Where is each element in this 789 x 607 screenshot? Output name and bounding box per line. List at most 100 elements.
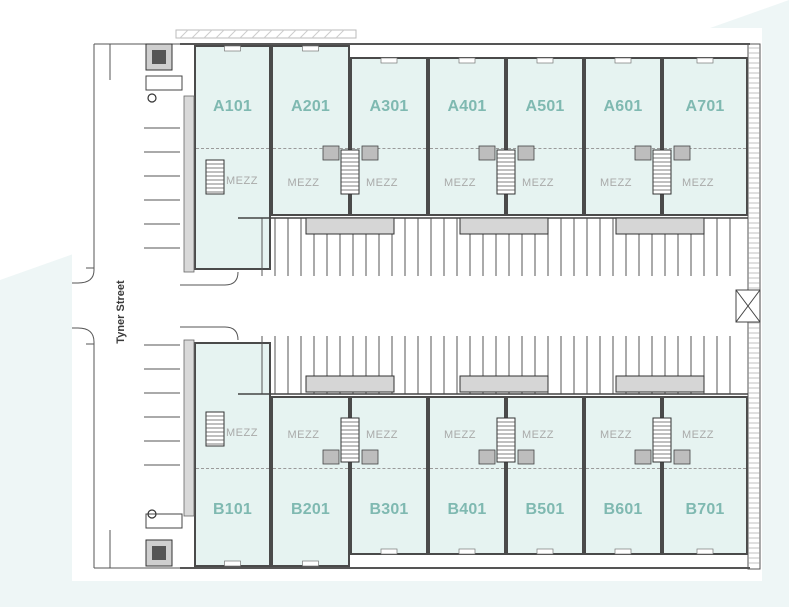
unit-label: B301 xyxy=(369,501,409,518)
amenity-block xyxy=(322,145,340,161)
window-mark xyxy=(614,548,632,555)
amenity-block xyxy=(673,145,691,161)
mezzanine-edge-line xyxy=(508,148,582,149)
mezzanine-edge-line xyxy=(586,468,660,469)
window-mark xyxy=(536,548,554,555)
unit-b501[interactable]: B501 MEZZ xyxy=(506,396,584,555)
amenity-block xyxy=(634,449,652,465)
bin-enclosure xyxy=(615,375,705,393)
window-mark xyxy=(696,57,714,64)
unit-label: B201 xyxy=(290,501,331,518)
mezzanine-edge-line xyxy=(273,148,348,149)
stair xyxy=(652,149,672,195)
mezzanine-edge-line xyxy=(664,468,746,469)
mezzanine-edge-line xyxy=(586,148,660,149)
bin-enclosure xyxy=(615,217,705,235)
stair xyxy=(205,411,225,447)
unit-label: A201 xyxy=(290,98,331,115)
amenity-block xyxy=(673,449,691,465)
amenity-block xyxy=(478,449,496,465)
amenity-block xyxy=(322,449,340,465)
unit-label: B501 xyxy=(525,501,565,518)
accessible-parking-icon xyxy=(147,93,157,103)
landscape-strip xyxy=(183,339,195,517)
bin-enclosure xyxy=(459,217,549,235)
stair xyxy=(652,417,672,463)
window-mark xyxy=(380,548,398,555)
window-mark xyxy=(536,57,554,64)
mezzanine-edge-line xyxy=(273,468,348,469)
window-mark xyxy=(224,45,241,52)
window-mark xyxy=(302,560,319,567)
mezzanine-label-extra: MEZZ xyxy=(226,427,258,439)
unit-label: B701 xyxy=(685,501,725,518)
amenity-block xyxy=(517,145,535,161)
mezzanine-label: MEZZ xyxy=(444,177,476,189)
amenity-block xyxy=(478,145,496,161)
mezzanine-edge-line xyxy=(196,148,269,149)
window-mark xyxy=(302,45,319,52)
mezzanine-label: MEZZ xyxy=(600,177,632,189)
mezzanine-label: MEZZ xyxy=(287,429,320,441)
unit-label: B601 xyxy=(603,501,643,518)
unit-label: A301 xyxy=(369,98,409,115)
bin-enclosure xyxy=(459,375,549,393)
mezzanine-edge-line xyxy=(352,148,426,149)
stair xyxy=(205,159,225,195)
mezzanine-label: MEZZ xyxy=(682,177,714,189)
mezzanine-label: MEZZ xyxy=(682,429,714,441)
unit-b201[interactable]: B201 MEZZ xyxy=(271,396,350,567)
unit-label: B401 xyxy=(447,501,487,518)
accessible-parking-icon xyxy=(147,509,157,519)
street-name-label: Tyner Street xyxy=(115,280,127,344)
window-mark xyxy=(224,560,241,567)
window-mark xyxy=(614,57,632,64)
mezzanine-label: MEZZ xyxy=(287,177,320,189)
mezzanine-edge-line xyxy=(664,148,746,149)
mezzanine-edge-line xyxy=(430,148,504,149)
unit-label: B101 xyxy=(212,501,253,518)
unit-label: A601 xyxy=(603,98,643,115)
mezzanine-label: MEZZ xyxy=(600,429,632,441)
unit-b101[interactable]: B101 xyxy=(194,342,271,567)
window-mark xyxy=(458,548,476,555)
unit-label: A101 xyxy=(212,98,253,115)
mezzanine-edge-line xyxy=(430,468,504,469)
bin-enclosure xyxy=(305,375,395,393)
unit-b401[interactable]: B401 MEZZ xyxy=(428,396,506,555)
landscape-strip xyxy=(183,95,195,273)
amenity-block xyxy=(361,449,379,465)
amenity-block xyxy=(361,145,379,161)
mezzanine-label: MEZZ xyxy=(522,429,554,441)
unit-label: A501 xyxy=(525,98,565,115)
mezzanine-label-extra: MEZZ xyxy=(226,175,258,187)
hatched-bay xyxy=(145,75,183,91)
window-mark xyxy=(380,57,398,64)
unit-label: A701 xyxy=(685,98,725,115)
entry-block-core xyxy=(152,546,166,560)
unit-label: A401 xyxy=(447,98,487,115)
mezzanine-edge-line xyxy=(352,468,426,469)
stair xyxy=(496,417,516,463)
window-mark xyxy=(458,57,476,64)
window-mark xyxy=(696,548,714,555)
unit-b601[interactable]: B601 MEZZ xyxy=(584,396,662,555)
amenity-block xyxy=(517,449,535,465)
stair xyxy=(340,417,360,463)
stair xyxy=(496,149,516,195)
unit-b301[interactable]: B301 MEZZ xyxy=(350,396,428,555)
mezzanine-label: MEZZ xyxy=(366,429,398,441)
mezzanine-label: MEZZ xyxy=(522,177,554,189)
mezzanine-label: MEZZ xyxy=(444,429,476,441)
mezzanine-edge-line xyxy=(196,468,269,469)
